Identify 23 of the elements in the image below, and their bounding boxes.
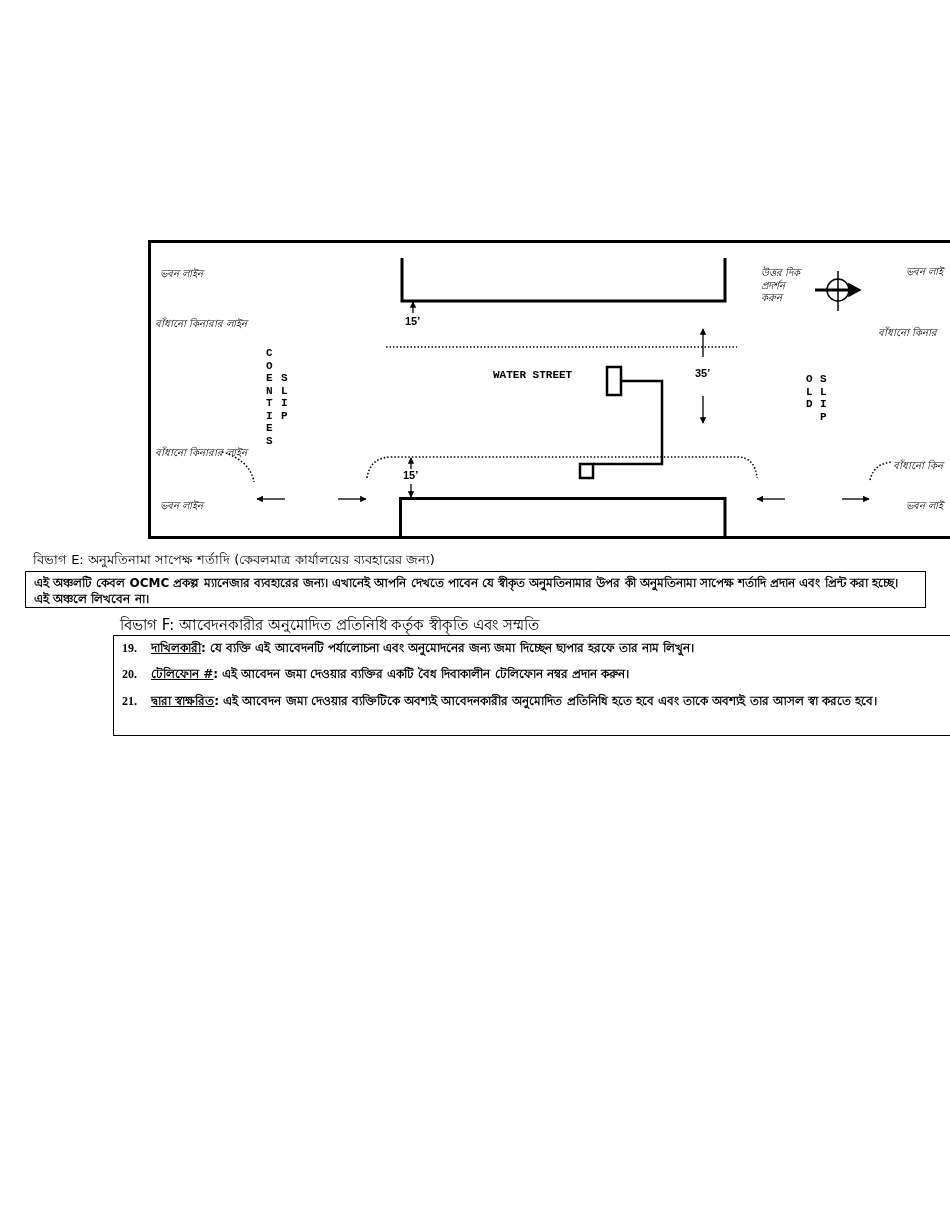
map-label: ভবন লাই [906, 266, 944, 279]
street-name: SLIP [281, 372, 288, 422]
map-label: উত্তর দিক প্রদর্শন করুন [761, 267, 803, 305]
instruction-item: 19. দাখিলকারী: যে ব্যক্তি এই আবেদনটি পর্যালোচনা এবং অনুমোদনের জন্য জমা দিচ্ছেন ছাপার হরফে তার নাম লিখুন। [122, 640, 696, 657]
instruction-item: 20. টেলিফোন #: এই আবেদন জমা দেওয়ার ব্যক্তির একটি বৈধ দিবাকালীন টেলিফোন নম্বর প্রদান করুন। [122, 666, 631, 683]
map-label: ভবন লাইন [160, 268, 204, 281]
map-label: বাঁধানো কিনারার লাইন [155, 447, 250, 460]
map-label: ভবন লাইন [160, 500, 204, 513]
dimension-label: 35’ [695, 367, 711, 381]
section-heading: বিভাগ E: অনুমতিনামা সাপেক্ষ শর্তাদি (কেবলমাত্র কার্যালয়ের ব্যবহারের জন্য) [33, 551, 435, 570]
map-label: বাঁধানো কিন [893, 460, 944, 473]
street-name: COENTIES [266, 347, 273, 447]
notice-text: এই অঞ্চলটি কেবল OCMC প্রকল্প ম্যানেজার ব্যবহারের জন্য। এখানেই আপনি দেখতে পাবেন যে স্বীকৃত অনুমতিনামার উপর কী অনুমতিনামা সাপেক্ষ শর্তাদি প্রদান এবং প্রিন্ট করা হচ্ছে। এই অঞ্চলে লিখবেন না। [34, 575, 900, 608]
street-name: OLD [806, 373, 813, 411]
map-label: বাঁধানো কিনার [878, 327, 938, 340]
dimension-label: 15’ [405, 315, 421, 329]
street-name: SLIP [820, 373, 827, 423]
section-heading: বিভাগ F: আবেদনকারীর অনুমোদিত প্রতিনিধি কর্তৃক স্বীকৃতি এবং সম্মতি [120, 615, 539, 637]
street-name: WATER STREET [493, 369, 573, 383]
instruction-item: 21. দ্বারা স্বাক্ষরিত: এই আবেদন জমা দেওয়ার ব্যক্তিটিকে অবশ্যই আবেদনকারীর অনুমোদিত প্রতিনিধি হতে হবে এবং তাকে অবশ্যই তার আসল স্বা করতে হবে। [122, 693, 879, 710]
map-label: বাঁধানো কিনারার লাইন [155, 318, 250, 331]
dimension-label: 15’ [403, 469, 419, 483]
map-label: ভবন লাই [906, 500, 944, 513]
